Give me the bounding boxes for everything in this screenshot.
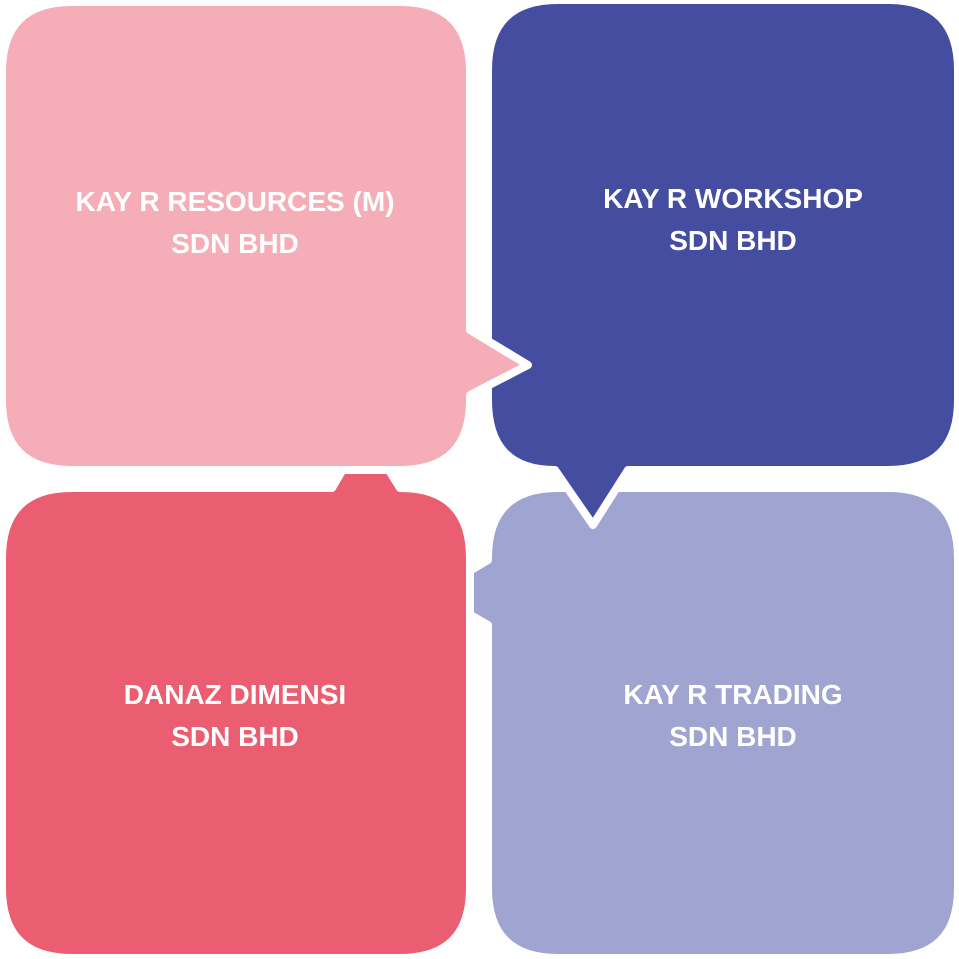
bubble-danaz-dimensi: [0, 428, 474, 959]
company-name: KAY R WORKSHOP: [603, 183, 863, 214]
company-suffix: SDN BHD: [669, 225, 797, 256]
company-suffix: SDN BHD: [171, 721, 299, 752]
bubble-kay-r-workshop: [484, 0, 959, 529]
bubble-kay-r-resources: [0, 0, 532, 474]
label-danaz-dimensi: DANAZ DIMENSI SDN BHD: [0, 674, 470, 758]
company-name: DANAZ DIMENSI: [123, 679, 347, 710]
label-kay-r-trading: KAY R TRADING SDN BHD: [498, 674, 959, 758]
company-name: KAY R TRADING: [623, 679, 843, 710]
company-suffix: SDN BHD: [171, 228, 299, 259]
bubble-kay-r-trading: [428, 484, 959, 959]
label-kay-r-workshop: KAY R WORKSHOP SDN BHD: [498, 178, 959, 262]
label-kay-r-resources: KAY R RESOURCES (M) SDN BHD: [0, 181, 470, 265]
company-suffix: SDN BHD: [669, 721, 797, 752]
company-name: KAY R RESOURCES (M): [75, 186, 395, 217]
